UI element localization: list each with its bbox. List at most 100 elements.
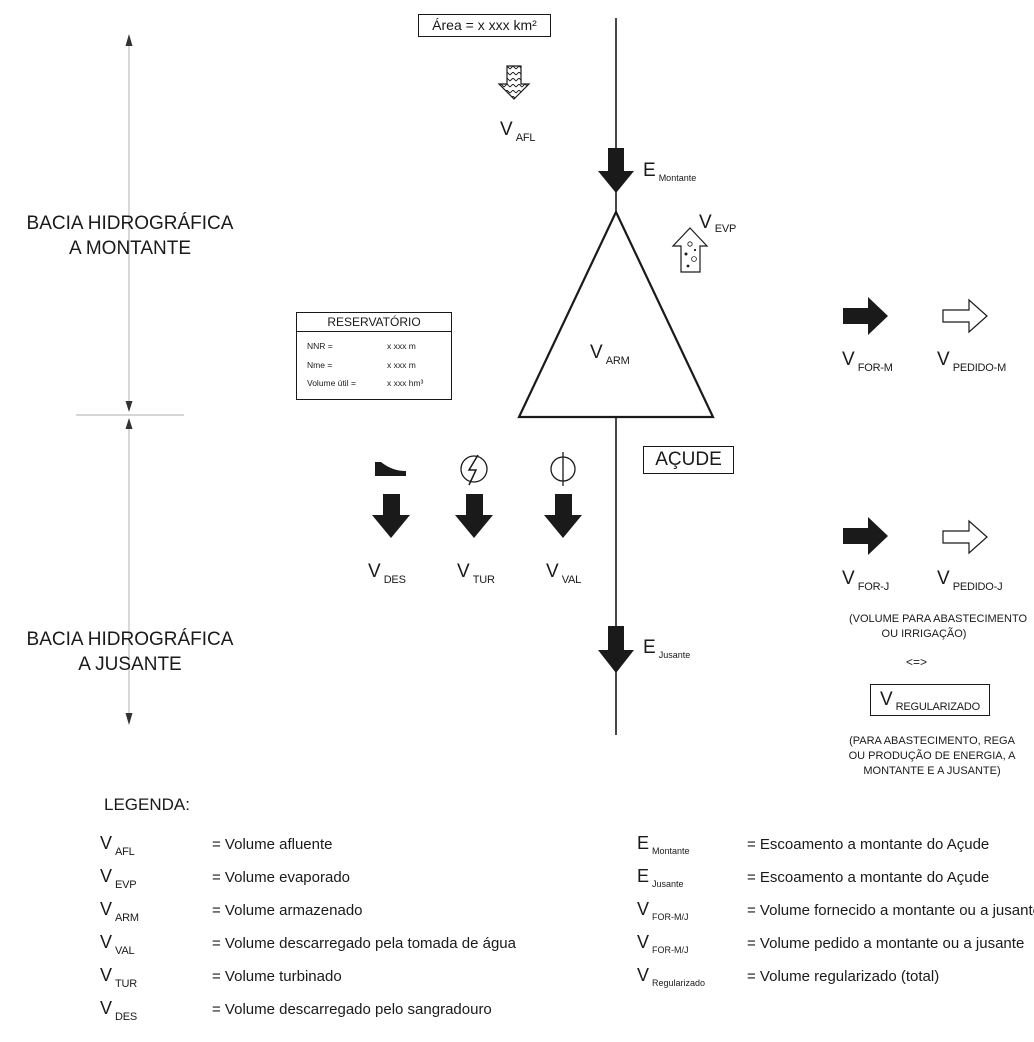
valve-circle-icon xyxy=(550,452,576,486)
legend-symbol-sub: DES xyxy=(115,1011,138,1023)
legend-desc: = Volume regularizado (total) xyxy=(747,968,940,985)
legend-symbol-sub: TUR xyxy=(115,978,138,990)
reservoir-row: Volume útil = xyxy=(307,378,356,388)
ejusante-sub: Jusante xyxy=(658,650,691,660)
solid-arrow-icon xyxy=(544,494,582,538)
legend-symbol: V xyxy=(637,965,650,985)
vreg-sub: REGULARIZADO xyxy=(895,701,981,713)
acude-box: AÇUDE xyxy=(643,446,734,474)
upstream-basin-label: BACIA HIDROGRÁFICA A MONTANTE xyxy=(10,211,250,261)
reg-note-line3: MONTANTE E A JUSANTE) xyxy=(863,765,1001,777)
legend-symbol: V xyxy=(637,899,650,919)
area-box: Área = x xxx km² xyxy=(418,14,551,37)
reservoir-row: Nme = xyxy=(307,360,332,370)
downstream-basin-line2: A JUSANTE xyxy=(78,654,182,675)
legend-symbol-sub: Regularizado xyxy=(652,978,706,988)
legend-symbol: V xyxy=(100,932,113,952)
legend-symbol-sub: VAL xyxy=(115,945,135,957)
vform-sub: FOR-M xyxy=(857,362,893,374)
solid-arrow-icon xyxy=(843,297,888,335)
acude-label: AÇUDE xyxy=(655,449,722,470)
spillway-icon xyxy=(375,462,406,476)
vpedidom-main: V xyxy=(937,349,950,370)
legend-symbol-sub: ARM xyxy=(115,912,139,924)
volume-note: (VOLUME PARA ABASTECIMENTO OU IRRIGAÇÃO) xyxy=(828,612,1034,642)
legend-symbol: E xyxy=(637,833,650,853)
legend-symbol: V xyxy=(100,833,113,853)
hatched-down-arrow-icon xyxy=(497,65,531,100)
legend-symbol-sub: EVP xyxy=(115,879,137,891)
vval-sub: VAL xyxy=(561,574,582,586)
legend-symbol-sub: FOR-M/J xyxy=(652,945,689,955)
reservoir-row-label: Volume útil = xyxy=(307,378,356,388)
emontante-main: E xyxy=(643,160,656,181)
downstream-basin-line1: BACIA HIDROGRÁFICA xyxy=(26,629,234,650)
reservoir-row-value: x xxx hm³ xyxy=(387,378,423,388)
vreg-main: V xyxy=(879,689,893,710)
vdes-sub: DES xyxy=(383,574,406,586)
reservoir-triangle xyxy=(517,209,715,419)
lightning-circle-icon xyxy=(460,454,488,486)
legend-symbol-sub: Jusante xyxy=(652,879,684,889)
vpedidoj-sub: PEDIDO-J xyxy=(952,581,1003,593)
legend-desc: = Volume fornecido a montante ou a jusan… xyxy=(747,902,1034,919)
legend-desc: = Escoamento a montante do Açude xyxy=(747,869,990,886)
emontante-sub: Montante xyxy=(658,173,697,183)
legend-symbol: V xyxy=(100,998,113,1018)
reservoir-title: RESERVATÓRIO xyxy=(297,313,451,332)
solid-arrow-icon xyxy=(455,494,493,538)
solid-arrow-icon xyxy=(598,626,634,673)
legend-symbol: E xyxy=(637,866,650,886)
vevp-main: V xyxy=(699,212,712,233)
reservoir-row: NNR = xyxy=(307,341,333,351)
vdes-main: V xyxy=(368,561,381,582)
vforj-sub: FOR-J xyxy=(857,581,890,593)
downstream-basin-label: BACIA HIDROGRÁFICA A JUSANTE xyxy=(0,627,260,677)
solid-arrow-icon xyxy=(372,494,410,538)
reservoir-row-label: NNR = xyxy=(307,341,333,351)
legend-desc: = Volume afluente xyxy=(212,836,333,853)
legend-title: LEGENDA: xyxy=(104,795,190,814)
reservoir-value: x xxx m xyxy=(387,341,416,351)
reg-note-line1: (PARA ABASTECIMENTO, REGA xyxy=(849,735,1015,747)
legend-desc: = Escoamento a montante do Açude xyxy=(747,836,990,853)
vtur-main: V xyxy=(457,561,470,582)
vpedidoj-main: V xyxy=(937,568,950,589)
legend-symbol: V xyxy=(100,866,113,886)
reservoir-value: x xxx m xyxy=(387,360,416,370)
vafl-main: V xyxy=(500,119,513,140)
volume-note-line1: (VOLUME PARA ABASTECIMENTO xyxy=(848,613,1028,625)
hollow-arrow-icon xyxy=(942,519,988,555)
area-label: Área = x xxx km² xyxy=(432,17,537,33)
legend-desc: = Volume armazenado xyxy=(212,902,363,919)
hollow-arrow-icon xyxy=(942,298,988,334)
varm-sub: ARM xyxy=(605,355,630,367)
volume-note-line2: OU IRRIGAÇÃO) xyxy=(881,628,967,640)
varm-main: V xyxy=(590,342,603,363)
basin-axis-arrowheads xyxy=(125,34,133,725)
vform-main: V xyxy=(842,349,855,370)
legend-desc: = Volume pedido a montante ou a jusante xyxy=(747,935,1025,952)
legend-symbol: V xyxy=(637,932,650,952)
reservoir-row-value: x xxx m xyxy=(387,360,416,370)
legend-desc: = Volume descarregado pelo sangradouro xyxy=(212,1001,492,1018)
